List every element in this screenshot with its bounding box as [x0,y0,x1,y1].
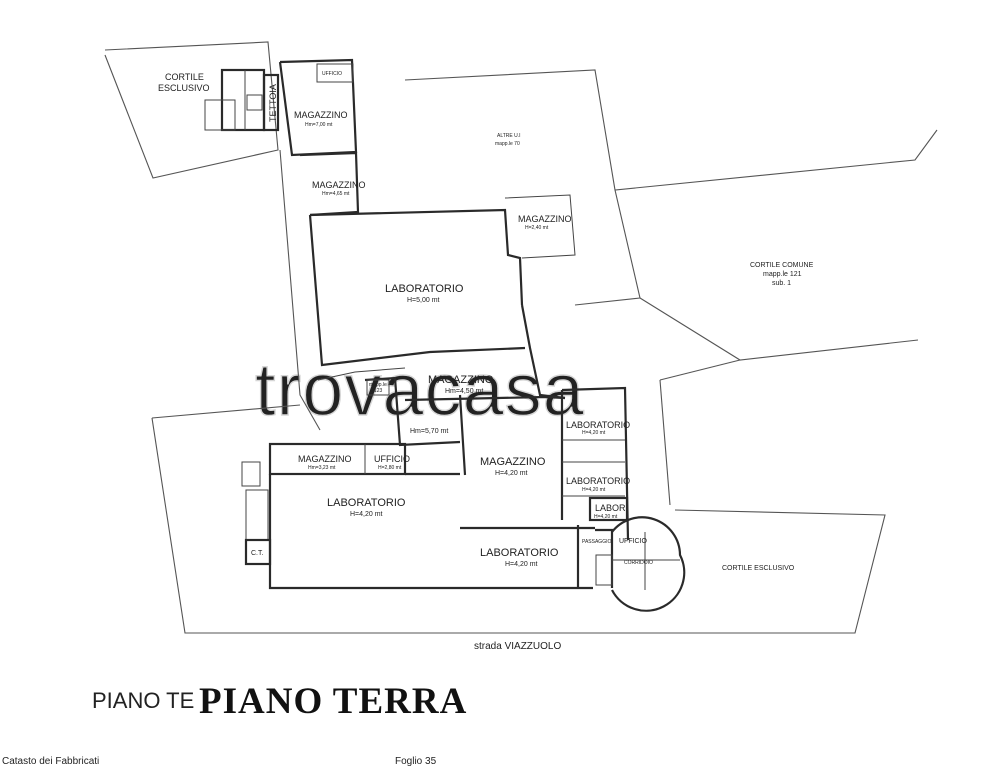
north-wing [278,58,576,400]
label-street: strada VIAZZUOLO [474,641,561,652]
south-wing [576,516,686,612]
label-magazzino-small: MAGAZZINO [518,214,572,224]
label-magazzino-se-height: H=4,20 mt [495,470,528,477]
label-magazzino-small-height: H=2,40 mt [525,225,549,231]
label-ufficio-sw-height: H=2,80 mt [378,465,402,471]
ghost-footer-right: Foglio 35 [395,756,437,767]
center-wing [364,376,566,476]
label-laboratorio-main-height: H=5,00 mt [407,297,440,304]
label-ufficio-sw: UFFICIO [374,454,410,464]
watermark-text: trovacasa [255,348,585,431]
label-labor-height: H=4,20 mt [594,514,618,520]
label-cortile-comune-1: CORTILE COMUNE [750,262,814,269]
label-hm-570: Hm=5,70 mt [410,428,448,435]
label-laboratorio-r2: LABORATORIO [566,476,630,486]
label-cortile-comune-2: mapp.le 121 [763,271,802,278]
room-labels: CORTILE ESCLUSIVO TETTOIA MAGAZZINO Hm=7… [158,71,814,652]
label-labor: LABOR [595,503,626,513]
ghost-footer-left: Catasto dei Fabbricati [2,756,99,767]
label-laboratorio-south: LABORATORIO [480,547,559,559]
lot-boundaries [104,41,938,634]
label-laboratorio-r1: LABORATORIO [566,420,630,430]
label-cortile-comune-3: sub. 1 [772,280,791,287]
label-magazzino-center: MAGAZZINO [428,374,494,386]
label-magazzino-mid: MAGAZZINO [312,180,366,190]
label-laboratorio-r2-height: H=4,20 mt [582,487,606,493]
southeast-wing [460,386,630,541]
label-laboratorio-sw: LABORATORIO [327,497,406,509]
label-tettoia: TETTOIA [268,84,278,122]
label-corridoio: CORRIDOIO [624,560,653,566]
label-cortile-esclusivo-nw-2: ESCLUSIVO [158,83,210,93]
label-magazzino-sw: MAGAZZINO [298,454,352,464]
southwest-wing [241,442,593,590]
label-altre-ui-1: ALTRE U.I [497,133,521,139]
label-ufficio-round: UFFICIO [619,538,648,545]
page-title: PIANO TERRA [199,681,468,722]
label-passaggio: PASSAGGIO [582,539,611,545]
nw-annex [204,68,280,132]
label-laboratorio-main: LABORATORIO [385,283,464,295]
ghost-page-title: PIANO TE [92,688,194,713]
label-laboratorio-south-height: H=4,20 mt [505,561,538,568]
label-magazzino-center-height: Hm=4,50 mt [445,388,483,395]
label-laboratorio-r1-height: H=4,20 mt [582,430,606,436]
label-magazzino-mid-height: Hm=4,65 mt [322,191,350,197]
label-ct: C.T. [251,550,264,557]
label-cortile-esclusivo-nw-1: CORTILE [165,72,204,82]
label-mappale-tag-2: 123 [374,388,383,394]
label-magazzino-top-height: Hm=7,00 mt [305,122,333,128]
label-altre-ui-2: mapp.le 70 [495,141,520,147]
label-magazzino-se: MAGAZZINO [480,456,546,468]
label-magazzino-top: MAGAZZINO [294,110,348,120]
label-laboratorio-sw-height: H=4,20 mt [350,511,383,518]
label-magazzino-sw-height: Hm=3,23 mt [308,465,336,471]
label-mappale-tag-1: mapp.le [369,382,387,388]
label-cortile-esclusivo-e: CORTILE ESCLUSIVO [722,565,795,572]
label-ufficio-top: UFFICIO [322,71,342,77]
